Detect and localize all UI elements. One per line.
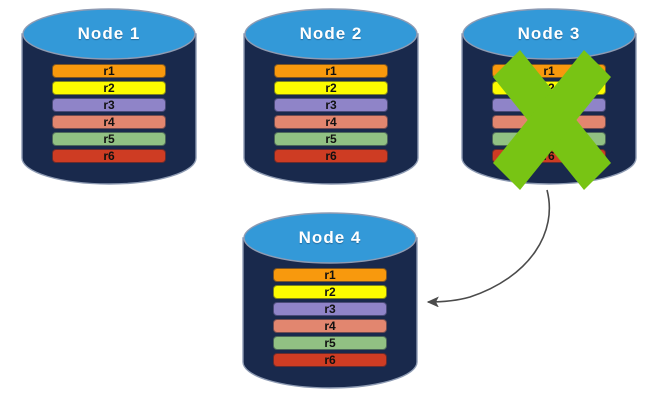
row-band-r4[interactable]: r4 [52,115,166,129]
row-band-r2[interactable]: r2 [273,285,387,299]
row-band-r4[interactable]: r4 [492,115,606,129]
row-band-r2[interactable]: r2 [274,81,388,95]
row-band-r1[interactable]: r1 [274,64,388,78]
row-band-r5[interactable]: r5 [52,132,166,146]
row-band-r3[interactable]: r3 [273,302,387,316]
row-band-r1[interactable]: r1 [273,268,387,282]
row-band-r6[interactable]: r6 [273,353,387,367]
row-band-r1[interactable]: r1 [492,64,606,78]
row-band-r1[interactable]: r1 [52,64,166,78]
cylinder-top-disc [462,8,636,60]
row-band-r5[interactable]: r5 [273,336,387,350]
cylinder-top-disc [244,8,418,60]
cylinder-top-disc [22,8,196,60]
row-list: r1 r2 r3 r4 r5 r6 [243,268,417,367]
row-band-r6[interactable]: r6 [274,149,388,163]
row-list: r1 r2 r3 r4 r5 r6 [244,64,418,163]
row-band-r4[interactable]: r4 [274,115,388,129]
row-band-r2[interactable]: r2 [52,81,166,95]
row-band-r2[interactable]: r2 [492,81,606,95]
row-band-r3[interactable]: r3 [52,98,166,112]
row-band-r6[interactable]: r6 [52,149,166,163]
row-band-r3[interactable]: r3 [274,98,388,112]
row-band-r5[interactable]: r5 [492,132,606,146]
cylinder-top-disc [243,212,417,264]
row-band-r4[interactable]: r4 [273,319,387,333]
row-list: r1 r2 r3 r4 r5 r6 [22,64,196,163]
failover-arrow [428,189,551,302]
row-band-r6[interactable]: r6 [492,149,606,163]
row-list: r1 r2 r3 r4 r5 r6 [462,64,636,163]
row-band-r5[interactable]: r5 [274,132,388,146]
row-band-r3[interactable]: r3 [492,98,606,112]
